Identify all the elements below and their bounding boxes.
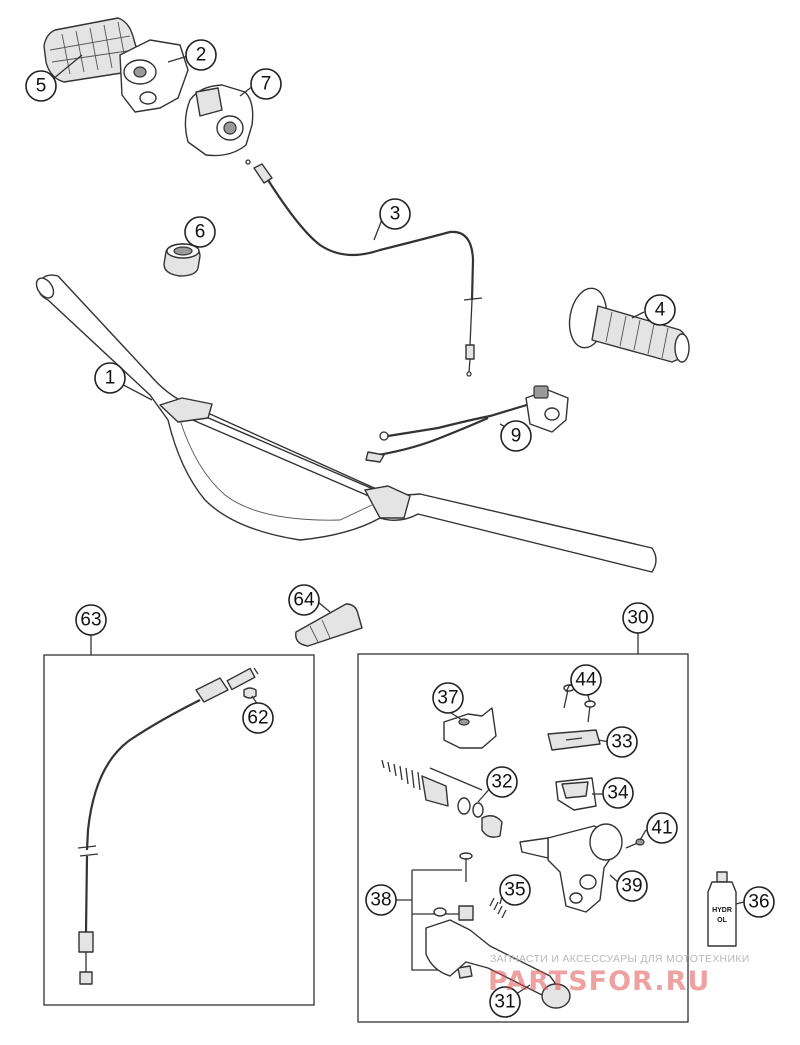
watermark-top-text: ЗАПЧАСТИ И АКСЕССУАРЫ ДЛЯ МОТОТЕХНИКИ [490,953,750,965]
oil-bottle-line1: HYDR [712,907,732,914]
callout-9: 9 [500,420,532,452]
callout-5: 5 [25,70,57,102]
callout-34: 34 [602,777,634,809]
callout-label-36: 36 [748,892,769,913]
handle-grip [568,287,690,363]
callout-32: 32 [486,766,518,798]
callout-30: 30 [622,602,654,634]
callout-label-2: 2 [196,45,207,66]
bushing-ring [163,243,201,277]
callout-31: 31 [489,986,521,1018]
callout-1: 1 [94,362,126,394]
callout-label-5: 5 [36,76,47,97]
oil-bottle-line2: OL [717,917,727,924]
callout-36: 36 [743,886,775,918]
callout-label-35: 35 [504,880,525,901]
callout-label-38: 38 [370,890,391,911]
callout-label-33: 33 [611,732,632,753]
watermark: ЗАПЧАСТИ И АКСЕССУАРЫ ДЛЯ МОТОТЕХНИКИ PA… [488,953,750,997]
callout-label-39: 39 [621,876,642,897]
throttle-cover [184,84,254,157]
callout-41: 41 [646,812,678,844]
callout-44: 44 [570,664,602,696]
callout-label-31: 31 [494,992,515,1013]
callout-label-41: 41 [651,818,672,839]
clutch-cable-group [43,632,315,1006]
callout-label-9: 9 [511,426,522,447]
callout-35: 35 [499,874,531,906]
callout-63: 63 [75,604,107,636]
callout-33: 33 [606,726,638,758]
leader-lines [52,54,745,999]
callout-label-62: 62 [247,708,268,729]
hydraulic-oil-bottle: HYDR OL [707,871,737,947]
callout-label-3: 3 [390,204,401,225]
callout-label-32: 32 [491,772,512,793]
callout-label-44: 44 [575,670,597,691]
callout-62: 62 [242,702,274,734]
callout-label-1: 1 [105,368,116,389]
watermark-main-text: PARTSFOR.RU [488,966,710,997]
callout-label-6: 6 [195,222,206,243]
callout-38: 38 [365,884,397,916]
callout-6: 6 [184,216,216,248]
callout-64: 64 [288,584,320,616]
kill-switch [365,385,569,463]
lever-boot [295,603,363,647]
callout-label-7: 7 [261,74,272,95]
callout-39: 39 [616,870,648,902]
callout-label-37: 37 [437,688,458,709]
callout-label-64: 64 [293,590,315,611]
callout-7: 7 [250,68,282,100]
callout-label-34: 34 [607,783,629,804]
callout-2: 2 [185,39,217,71]
handlebar [35,274,657,573]
callout-label-30: 30 [627,608,648,629]
callout-4: 4 [644,294,676,326]
callout-37: 37 [432,682,464,714]
callout-3: 3 [379,198,411,230]
callout-label-4: 4 [655,300,666,321]
throttle-cable [245,159,483,377]
clutch-master-cylinder-group [357,632,689,1023]
throttle-housing [119,39,189,113]
callout-label-63: 63 [80,610,101,631]
